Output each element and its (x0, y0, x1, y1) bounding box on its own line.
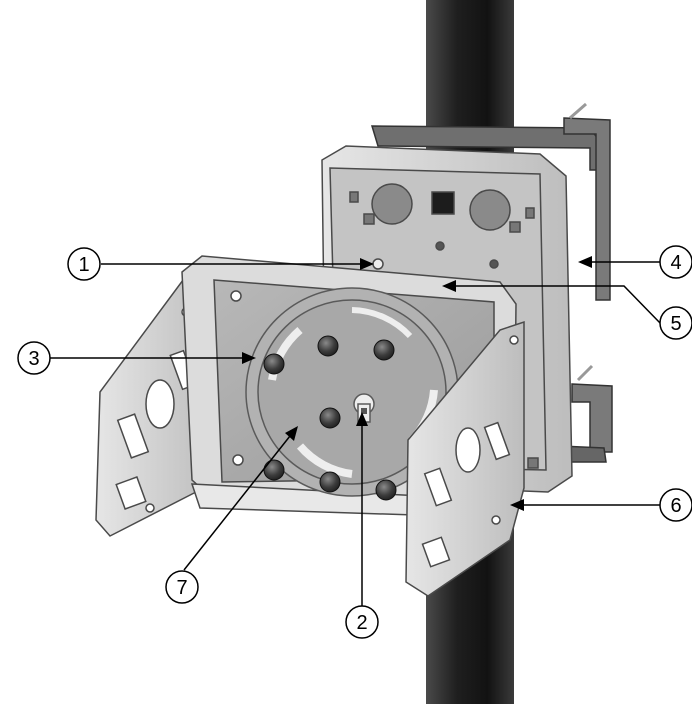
bolts (263, 335, 397, 501)
callout-1: 1 (67, 247, 101, 281)
callout-7-label: 7 (176, 577, 187, 599)
right-wing-bracket (405, 320, 525, 597)
bolt (263, 459, 285, 481)
callout-6: 6 (659, 488, 692, 522)
callout-6-label: 6 (670, 495, 681, 517)
callout-7: 7 (165, 570, 199, 604)
callout-4: 4 (659, 245, 692, 279)
callout-3: 3 (17, 341, 51, 375)
callout-5-label: 5 (670, 313, 681, 335)
left-wing-bracket (95, 275, 215, 537)
bolt (263, 353, 285, 375)
callout-4-label: 4 (670, 252, 681, 274)
callout-2-label: 2 (356, 612, 367, 634)
bolt (373, 339, 395, 361)
callout-3-label: 3 (28, 348, 39, 370)
callout-5: 5 (659, 306, 692, 340)
bolt (375, 479, 397, 501)
bolt (319, 471, 341, 493)
callout-1-label: 1 (78, 254, 89, 276)
callout-2: 2 (345, 605, 379, 639)
leader-lines (50, 256, 663, 606)
bolt (317, 335, 339, 357)
bolt (319, 407, 341, 429)
rotating-disc (245, 287, 459, 497)
